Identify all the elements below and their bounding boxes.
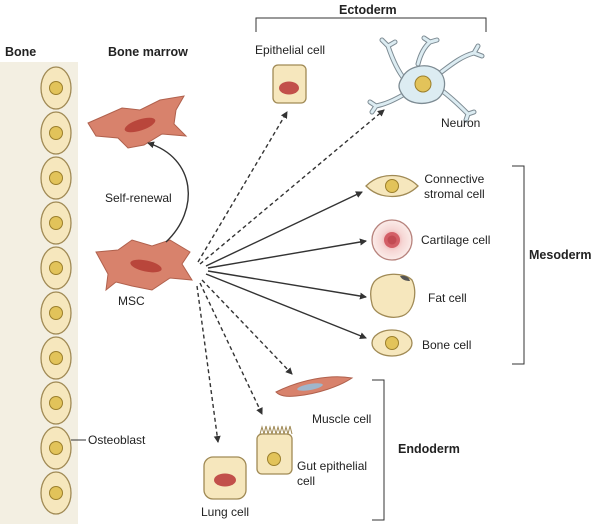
osteoblast-cell-4: [40, 201, 72, 245]
osteoblast-column: [40, 66, 72, 515]
self-renewal-label: Self-renewal: [105, 191, 172, 205]
osteoblast-cell-5: [40, 246, 72, 290]
lung-cell-icon: [203, 456, 247, 500]
arrow-to-muscle-cell: [201, 279, 293, 375]
gut-epithelial-cell-label: Gut epithelial cell: [297, 459, 367, 489]
mesoderm-bracket: [512, 165, 525, 365]
ectoderm-header: Ectoderm: [339, 3, 397, 17]
self-renewed-msc-icon: [87, 95, 188, 149]
neuron-label: Neuron: [441, 116, 481, 130]
arrow-to-neuron: [199, 109, 385, 265]
bone-cell-label: Bone cell: [422, 338, 472, 352]
osteoblast-cell-7: [40, 336, 72, 380]
lung-cell-label: Lung cell: [201, 505, 250, 519]
fat-cell-icon: [370, 273, 416, 318]
bone-header: Bone: [5, 45, 37, 59]
neuron-icon: [367, 35, 485, 123]
osteoblast-cell-6: [40, 291, 72, 335]
bone-cell-icon: [371, 329, 413, 357]
endoderm-header: Endoderm: [398, 442, 460, 456]
epithelial-cell-icon: [272, 64, 307, 104]
endoderm-bracket: [372, 379, 385, 521]
connective-stromal-cell-icon: [365, 174, 419, 198]
gut-label-line-2: cell: [297, 474, 316, 488]
osteoblast-cell-2: [40, 111, 72, 155]
connective-label-line-2: stromal cell: [424, 187, 485, 201]
arrow-to-connective-stromal-cell: [205, 191, 363, 267]
osteoblast-cell-3: [40, 156, 72, 200]
ectoderm-bracket: [255, 17, 487, 32]
arrow-to-cartilage-cell: [207, 238, 367, 269]
arrow-to-gut-epithelial-cell: [199, 282, 263, 415]
connective-label-line-1: Connective: [424, 172, 485, 186]
msc-label: MSC: [118, 294, 145, 308]
osteoblast-cell-8: [40, 381, 72, 425]
osteoblast-cell-1: [40, 66, 72, 110]
osteoblast-label: Osteoblast: [88, 433, 146, 447]
epithelial-cell-label: Epithelial cell: [255, 43, 326, 57]
arrow-to-lung-cell: [196, 285, 221, 443]
self-renewal-arrow: [147, 141, 189, 243]
arrow-to-fat-cell: [207, 270, 367, 300]
fat-cell-label: Fat cell: [428, 291, 467, 305]
muscle-cell-icon: [275, 376, 354, 397]
arrow-to-bone-cell: [205, 273, 367, 340]
cartilage-cell-label: Cartilage cell: [421, 233, 491, 247]
osteoblast-cell-9: [40, 426, 72, 470]
msc-icon: [95, 239, 193, 292]
osteoblast-cell-10: [40, 471, 72, 515]
gut-label-line-1: Gut epithelial: [297, 459, 368, 473]
gut-epithelial-cell-icon: [256, 425, 293, 475]
muscle-cell-label: Muscle cell: [312, 412, 372, 426]
mesoderm-header: Mesoderm: [529, 248, 592, 262]
cartilage-cell-icon: [371, 219, 413, 261]
arrow-to-epithelial-cell: [197, 111, 288, 263]
connective-stromal-cell-label: Connective stromal cell: [424, 172, 485, 202]
bone-marrow-header: Bone marrow: [108, 45, 188, 59]
